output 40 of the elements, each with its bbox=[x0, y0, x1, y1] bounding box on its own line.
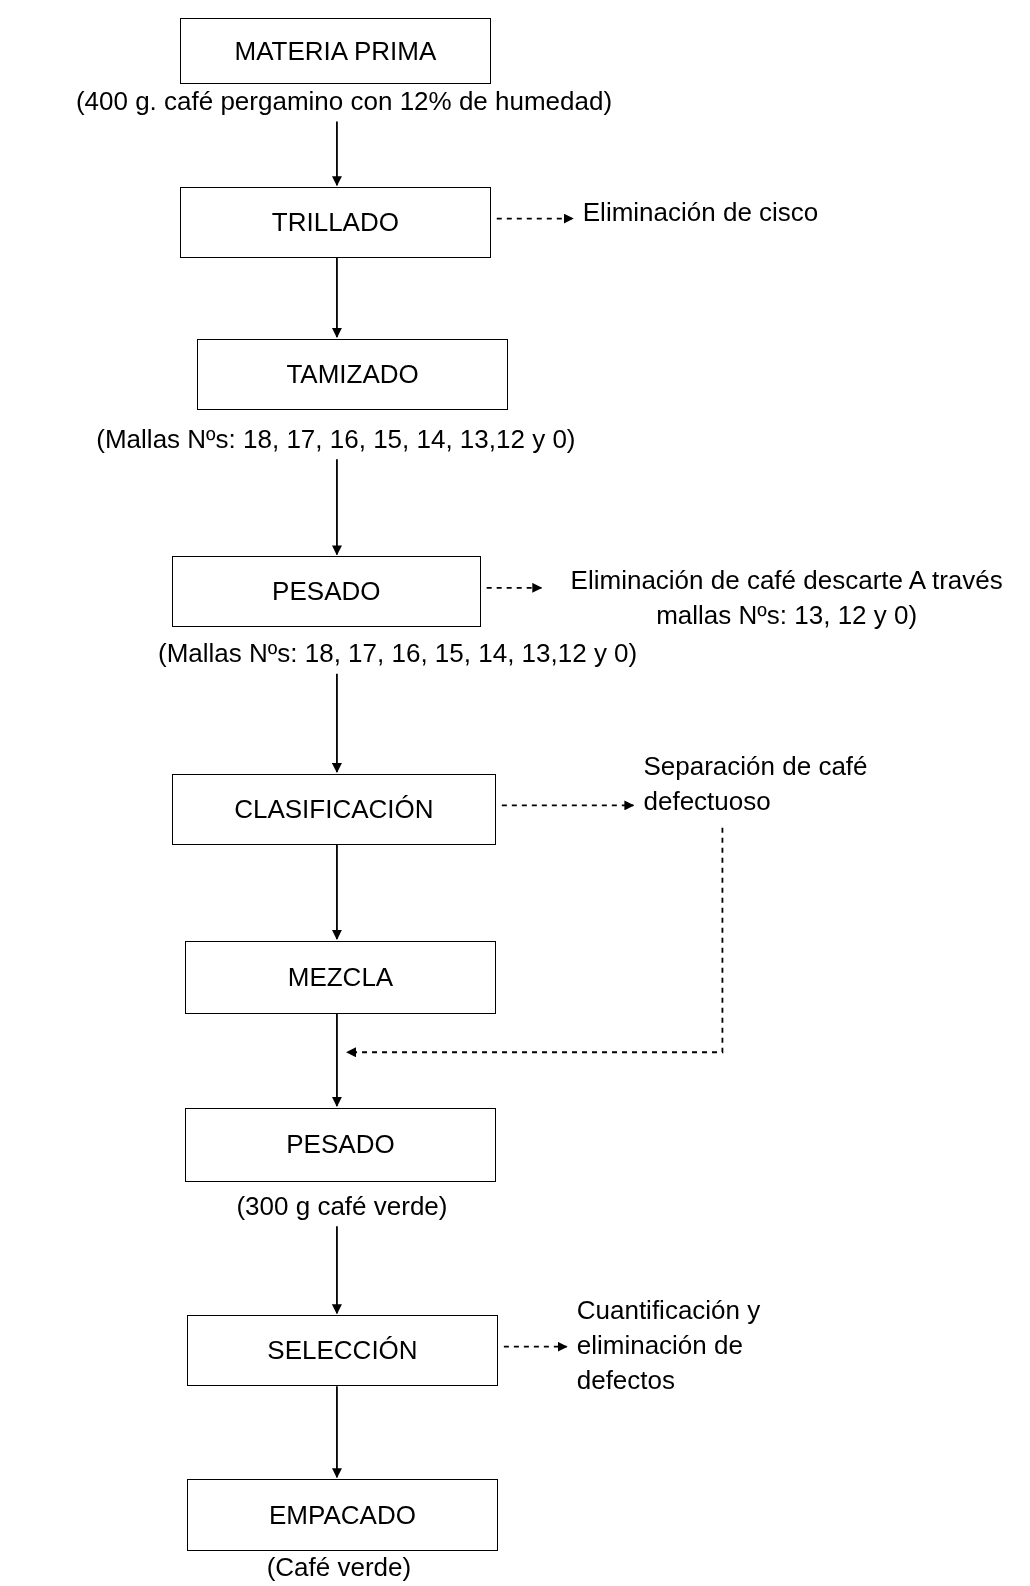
arrow bbox=[331, 1012, 342, 1107]
step-label: SELECCIÓN bbox=[267, 1335, 418, 1367]
step-label: MEZCLA bbox=[287, 961, 394, 993]
process-box bbox=[172, 774, 496, 845]
process-box bbox=[197, 338, 508, 410]
arrow bbox=[495, 213, 574, 224]
step-note: (300 g café verde) bbox=[236, 1191, 448, 1221]
process-box bbox=[185, 1107, 496, 1182]
arrow bbox=[331, 458, 342, 556]
step-note: (Mallas Nºs: 18, 17, 16, 15, 14, 13,12 y 0) bbox=[158, 639, 638, 669]
note-text: Separación de café defectuoso bbox=[643, 748, 937, 822]
note-text: Eliminación de cisco bbox=[582, 195, 887, 236]
process-box bbox=[187, 1479, 498, 1552]
arrow bbox=[500, 800, 635, 811]
arrow bbox=[331, 843, 342, 940]
step-label: CLASIFICACIÓN bbox=[234, 793, 434, 825]
step-note: (Mallas Nºs: 18, 17, 16, 15, 14, 13,12 y 0) bbox=[96, 424, 576, 454]
arrow bbox=[331, 672, 342, 773]
step-label: TAMIZADO bbox=[286, 358, 419, 390]
arrow bbox=[331, 120, 342, 187]
process-box bbox=[187, 1315, 498, 1387]
arrow bbox=[485, 582, 543, 593]
process-box bbox=[180, 187, 491, 258]
process-box bbox=[185, 940, 496, 1014]
step-label: PESADO bbox=[286, 1129, 395, 1161]
step-note: (400 g. café pergamino con 12% de humedad) bbox=[75, 87, 613, 116]
process-box bbox=[172, 556, 481, 628]
arrow bbox=[331, 1385, 342, 1479]
step-note: (Café verde) bbox=[266, 1553, 412, 1582]
arrow bbox=[331, 1225, 342, 1315]
process-box bbox=[180, 18, 491, 84]
note-text: Eliminación de café descarte A través mallas Nºs: 13, 12 y 0) bbox=[551, 562, 1022, 636]
step-label: PESADO bbox=[272, 576, 381, 608]
step-label: MATERIA PRIMA bbox=[234, 35, 437, 67]
step-label: TRILLADO bbox=[271, 207, 399, 239]
step-label: EMPACADO bbox=[269, 1499, 416, 1531]
note-text: Cuantificación y eliminación de defectos bbox=[576, 1293, 830, 1405]
arrow bbox=[346, 826, 724, 1058]
arrow bbox=[331, 257, 342, 338]
arrow bbox=[502, 1341, 568, 1352]
